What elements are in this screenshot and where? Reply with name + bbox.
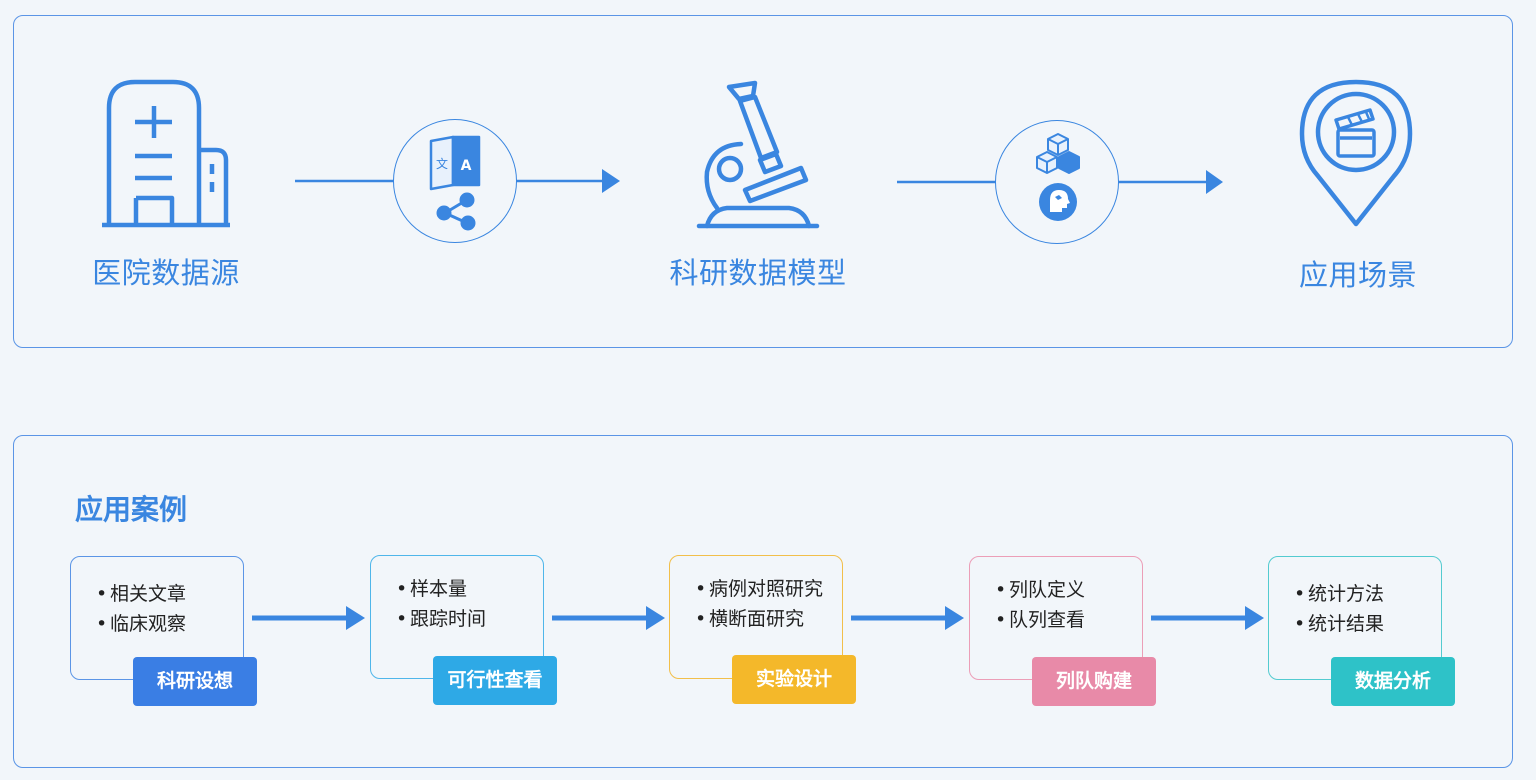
hospital-icon <box>102 79 230 228</box>
microscope-icon <box>696 80 820 229</box>
translate-char-right: A <box>461 158 472 174</box>
step-arrow <box>851 606 964 630</box>
step-item: •横断面研究 <box>695 608 805 630</box>
step-item: •临床观察 <box>96 613 187 635</box>
step-tag-research-idea: 科研设想 <box>133 657 257 706</box>
translate-char-left: 文 <box>436 156 448 171</box>
scene-label: 应用场景 <box>1298 258 1418 292</box>
step-tag-feasibility: 可行性查看 <box>433 656 557 705</box>
step-arrow <box>1151 606 1264 630</box>
step-item: •统计方法 <box>1294 583 1385 605</box>
step-arrow <box>252 606 365 630</box>
cases-panel <box>13 435 1513 768</box>
step-item: •样本量 <box>396 578 468 600</box>
step-card: •样本量 •跟踪时间 <box>370 555 544 679</box>
location-pin-icon <box>1299 79 1413 227</box>
step-item: •统计结果 <box>1294 613 1385 635</box>
model-label: 科研数据模型 <box>669 256 847 290</box>
step-tag-data-analysis: 数据分析 <box>1331 657 1455 706</box>
step-arrow <box>552 606 665 630</box>
step-tag-experiment-design: 实验设计 <box>732 655 856 704</box>
source-label: 医院数据源 <box>92 256 240 290</box>
step-item: •队列查看 <box>995 609 1086 631</box>
step-item: •病例对照研究 <box>695 578 824 600</box>
translate-share-icon: 文 A <box>429 135 481 231</box>
cases-title: 应用案例 <box>75 493 188 526</box>
cubes-brain-icon <box>1036 133 1080 221</box>
step-tag-cohort-build: 列队购建 <box>1032 657 1156 706</box>
step-item: •相关文章 <box>96 583 187 605</box>
step-item: •列队定义 <box>995 579 1086 601</box>
step-item: •跟踪时间 <box>396 608 487 630</box>
